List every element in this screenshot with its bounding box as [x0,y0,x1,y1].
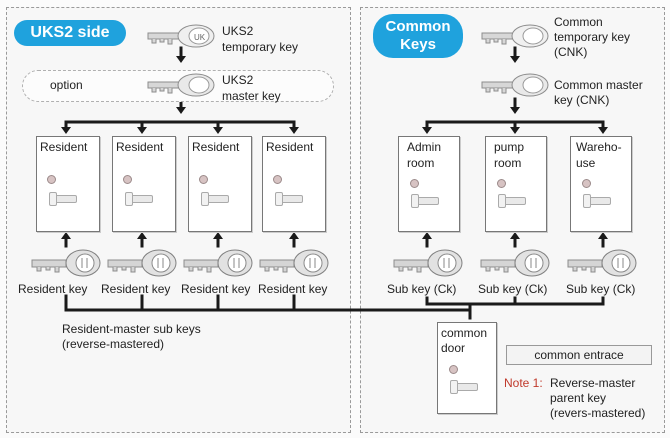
note-text-3: (revers-mastered) [550,406,646,420]
resident-key-icon [183,249,253,277]
resident-key-label: Resident key [181,282,251,296]
uks2-temporary-key-label-1: UKS2 [222,24,254,38]
common-keys-header-line-1: Common [385,18,451,35]
uks2-master-key-label-1: UKS2 [222,73,254,87]
keyhole-icon [47,175,56,184]
keyhole-icon [582,179,591,188]
svg-text:UK: UK [194,33,206,42]
common-door-label-2: door [441,341,466,355]
common-keys-header-line-2: Keys [400,36,436,53]
keyhole-icon [410,179,419,188]
resident-key-icon [31,249,101,277]
common-door: common door [437,322,497,414]
door-handle-icon [201,192,229,206]
common-temporary-key-label-1: Common [554,15,603,29]
resident-key-label: Resident key [258,282,328,296]
pump-room-label-2: room [494,156,522,170]
resident-door-2: Resident [112,136,176,232]
sub-key-label: Sub key (Ck) [566,282,636,296]
uks2-temporary-key-icon: UK [147,24,215,48]
warehouse-label-1: Wareho- [576,140,622,154]
uks2-master-key-label-2: master key [222,89,281,103]
door-handle-icon [450,380,478,394]
uks2-master-key-icon [147,73,215,97]
pump-room-label-1: pump [494,140,525,154]
uks2-temporary-key-label-2: temporary key [222,40,299,54]
sub-key-label: Sub key (Ck) [478,282,548,296]
keyhole-icon [123,175,132,184]
common-temporary-key-label-3: (CNK) [554,45,588,59]
pump-room-door: pump room [485,136,547,232]
resident-key-icon [259,249,329,277]
admin-room-door: Admin room [398,136,460,232]
common-master-key-icon [481,73,549,97]
resident-master-sub-keys-label-1: Resident-master sub keys [62,322,201,336]
resident-door-label: Resident [40,140,88,154]
sub-key-icon [567,249,637,277]
resident-door-3: Resident [188,136,252,232]
common-master-key-label-1: Common master [554,78,643,92]
resident-door-label: Resident [116,140,164,154]
door-handle-icon [498,194,526,208]
note-label: Note 1: [504,376,543,390]
sub-key-label: Sub key (Ck) [387,282,457,296]
common-master-key-label-2: key (CNK) [554,93,610,107]
sub-key-icon [480,249,550,277]
uks2-side-header: UKS2 side [14,20,126,46]
keyhole-icon [273,175,282,184]
resident-door-label: Resident [266,140,314,154]
common-temporary-key-icon [481,24,549,48]
resident-door-label: Resident [192,140,240,154]
resident-door-4: Resident [262,136,326,232]
resident-key-label: Resident key [18,282,88,296]
warehouse-door: Wareho- use [570,136,632,232]
sub-key-icon [393,249,463,277]
common-temporary-key-label-2: temporary key [554,30,631,44]
door-handle-icon [583,194,611,208]
door-handle-icon [49,192,77,206]
keyhole-icon [497,179,506,188]
door-handle-icon [275,192,303,206]
keyhole-icon [449,365,458,374]
option-label: option [50,78,83,92]
note-text-2: parent key [550,391,607,405]
door-handle-icon [411,194,439,208]
common-keys-header: Common Keys [373,14,463,58]
resident-key-label: Resident key [101,282,171,296]
resident-master-sub-keys-label-2: (reverse-mastered) [62,337,165,351]
admin-room-label-2: room [407,156,435,170]
common-door-label-1: common [441,326,488,340]
resident-key-icon [107,249,177,277]
keyhole-icon [199,175,208,184]
resident-door-1: Resident [36,136,100,232]
admin-room-label-1: Admin [407,140,442,154]
note-text-1: Reverse-master [550,376,636,390]
door-handle-icon [125,192,153,206]
common-entrance-box: common entrace [506,345,652,365]
warehouse-label-2: use [576,156,596,170]
